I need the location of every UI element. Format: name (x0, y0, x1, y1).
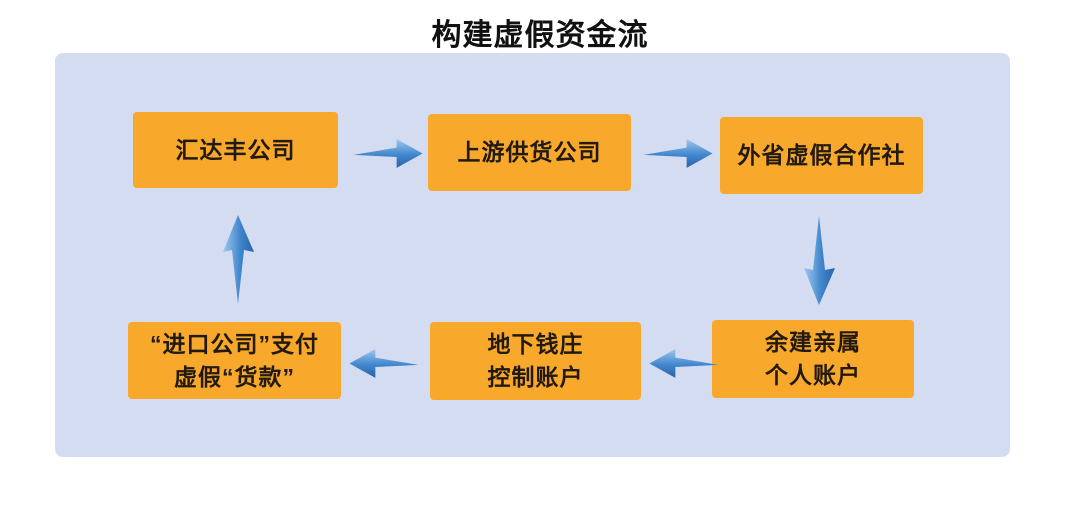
node-label: 汇达丰公司 (175, 136, 296, 163)
node-label: 余建亲属 (765, 329, 861, 355)
node-label: 个人账户 (765, 362, 861, 388)
flow-arrow-up-icon (223, 215, 254, 304)
flow-arrow-left-icon (649, 349, 719, 378)
node-label: 外省虚假合作社 (737, 142, 906, 168)
node-label: 地下钱庄 (487, 331, 584, 357)
node-upstream-supplier: 上游供货公司 (428, 114, 631, 191)
flow-arrow-down-icon (804, 216, 835, 305)
node-fake-cooperative: 外省虚假合作社 (720, 117, 923, 194)
flow-arrow-right-icon (643, 139, 713, 168)
node-import-company-payment: “进口公司”支付 虚假“货款” (128, 322, 341, 399)
flow-arrow-left-icon (349, 349, 419, 378)
node-label: 上游供货公司 (457, 139, 602, 165)
node-label: 虚假“货款” (174, 363, 295, 390)
node-label: 控制账户 (487, 364, 584, 390)
flow-arrow-right-icon (353, 139, 423, 168)
node-underground-bank-account: 地下钱庄 控制账户 (430, 322, 641, 400)
node-huidafeng-company: 汇达丰公司 (133, 112, 338, 188)
node-relatives-personal-account: 余建亲属 个人账户 (712, 320, 914, 398)
diagram-title: 构建虚假资金流 (431, 19, 649, 52)
node-label: “进口公司”支付 (150, 330, 319, 357)
